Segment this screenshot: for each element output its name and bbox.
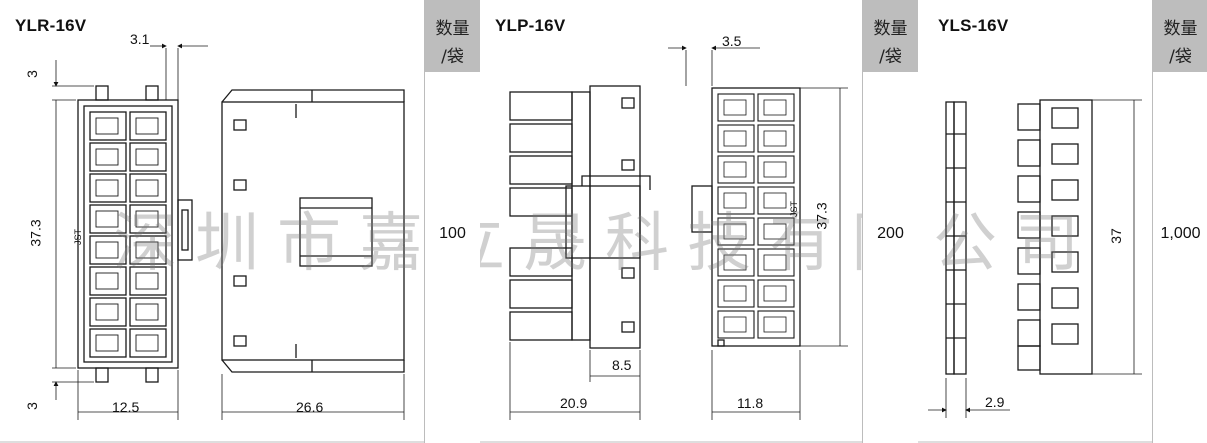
ylr-front-view: [77, 85, 193, 383]
dim-tab: 8.5: [612, 357, 632, 373]
qty-header-line2: /袋: [879, 47, 902, 67]
yls-face-view: [1017, 99, 1093, 375]
dim-top-offset: 3.5: [722, 33, 742, 49]
dim-width-front: 11.8: [737, 395, 764, 411]
qty-column-ylp: 数量 /袋 200: [862, 0, 918, 443]
dim-top-offset: 3.1: [130, 31, 150, 47]
ylp-front-dimensions: [668, 45, 848, 420]
dim-width-front: 12.5: [112, 399, 140, 415]
ylr-dimension-lines: [52, 43, 208, 420]
part-mark: JST: [789, 200, 800, 218]
qty-header-line1: 数量: [873, 19, 908, 39]
qty-value: 200: [877, 225, 904, 242]
qty-value: 1,000: [1160, 225, 1201, 242]
ylr-side-view: [221, 89, 405, 373]
qty-header-line1: 数量: [1163, 19, 1198, 39]
dim-left-bottom: 3: [23, 402, 40, 410]
qty-header: 数量 /袋: [425, 0, 480, 72]
dim-height: 37.3: [813, 202, 830, 230]
dim-height: 37: [1107, 228, 1124, 244]
dim-left-top: 3: [23, 70, 40, 78]
part-mark: JST: [73, 228, 84, 246]
panel-title: YLP-16V: [495, 16, 566, 35]
qty-column-ylr: 数量 /袋 100: [424, 0, 480, 443]
qty-header: 数量 /袋: [1153, 0, 1207, 72]
yls-dimensions: [928, 99, 1142, 418]
qty-header-line2: /袋: [441, 47, 464, 67]
yls-edge-view: [945, 101, 967, 375]
ylr-side-dimension: [221, 374, 405, 420]
dim-width: 2.9: [985, 394, 1005, 410]
ylp-side-view: [509, 85, 651, 349]
dim-left-height: 37.3: [27, 219, 44, 247]
qty-header-line1: 数量: [435, 19, 470, 39]
qty-value: 100: [439, 225, 466, 242]
qty-column-yls: 数量 /袋 1,000: [1152, 0, 1207, 443]
panel-title: YLS-16V: [938, 16, 1009, 35]
dim-width-side: 20.9: [560, 395, 588, 411]
qty-header: 数量 /袋: [863, 0, 918, 72]
dim-width-side: 26.6: [296, 399, 324, 415]
panel-title: YLR-16V: [15, 16, 87, 35]
qty-header-line2: /袋: [1169, 47, 1192, 67]
ylp-front-view: [691, 87, 801, 347]
ylp-side-dimension: [509, 342, 641, 420]
